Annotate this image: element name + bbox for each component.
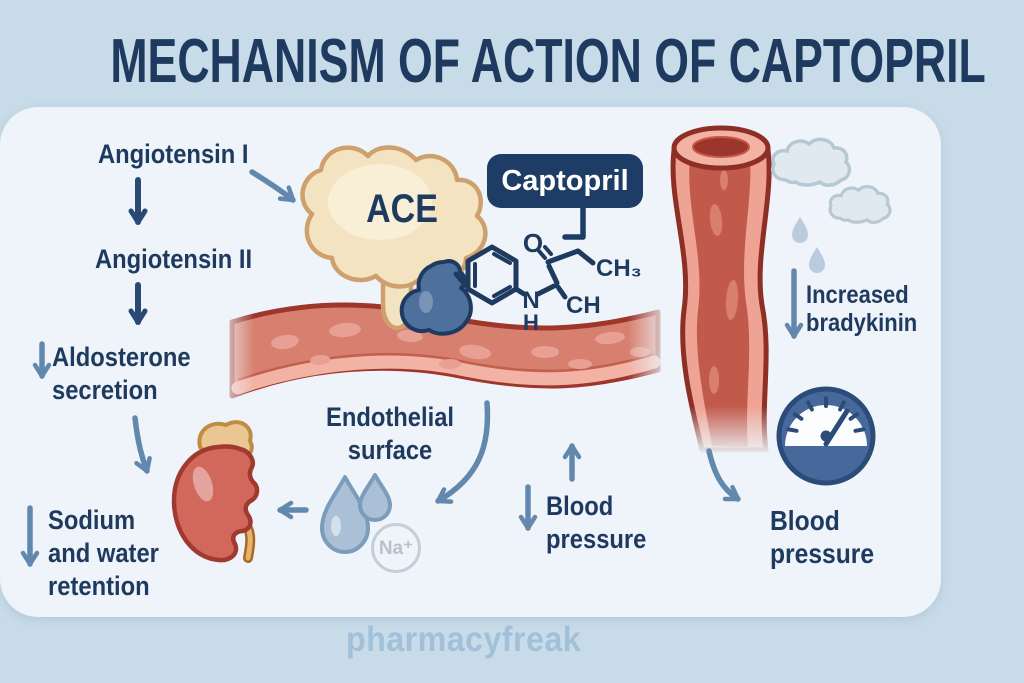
label-aldosterone-secretion: Aldosterone secretion xyxy=(52,342,191,405)
label-sodium-water-retention: Sodium and water retention xyxy=(48,505,159,601)
label-blood-pressure-center: Blood pressure xyxy=(546,491,647,554)
chem-label-ch: CH xyxy=(566,292,601,319)
label-blood-pressure-right: Blood pressure xyxy=(770,505,875,569)
captopril-label-box: Captopril xyxy=(487,154,643,208)
ace-blob-highlight xyxy=(328,164,432,240)
label-sodium-ion: Na⁺ xyxy=(378,537,414,559)
label-ace: ACE xyxy=(366,187,438,231)
chem-label-oxygen: O xyxy=(523,228,543,258)
water-droplet-icons xyxy=(320,473,392,554)
rain-drop-icon xyxy=(809,247,825,273)
captopril-structure: O N H CH CH₃ xyxy=(453,203,642,335)
vessel-cell-spots xyxy=(271,322,650,369)
kidney-icon xyxy=(171,420,260,563)
label-endothelial-surface: Endothelial surface xyxy=(325,402,455,465)
chem-label-nitrogen: N xyxy=(522,287,539,314)
arrow-vessel-to-blood-pressure xyxy=(706,448,741,502)
ace-enzyme-blob xyxy=(300,145,488,331)
vessel-fade-bottom xyxy=(664,406,776,456)
pressure-gauge-icon xyxy=(776,386,876,486)
chem-label-hydrogen: H xyxy=(523,310,539,335)
rain-cloud-icons xyxy=(770,137,892,273)
watermark: pharmacyfreak xyxy=(346,620,582,659)
benzene-ring xyxy=(465,244,519,306)
flow-arrows xyxy=(20,169,804,567)
arrow-angiotensin1-to-ace xyxy=(249,169,296,203)
captopril-molecule-blob xyxy=(399,259,473,336)
sodium-ion-badge: Na⁺ xyxy=(371,523,421,573)
label-increased-bradykinin: Increased bradykinin xyxy=(806,281,918,337)
blood-vessel-horizontal xyxy=(229,302,661,399)
blood-vessel-vertical xyxy=(670,125,772,453)
label-angiotensin-1: Angiotensin I xyxy=(98,139,249,169)
label-captopril: Captopril xyxy=(501,164,629,197)
vessel-streaks xyxy=(709,170,739,394)
page-title: MECHANISM OF ACTION OF CAPTOPRIL xyxy=(110,27,986,96)
vessel-fade-right xyxy=(628,288,672,410)
label-angiotensin-2: Angiotensin II xyxy=(95,244,253,274)
captopril-pointer-line xyxy=(562,203,586,240)
arrow-aldosterone-to-kidney xyxy=(132,415,152,474)
vessel-fade-left xyxy=(216,288,254,416)
rain-drop-icon xyxy=(792,217,808,243)
arrow-vessel-to-droplets xyxy=(435,400,491,504)
chem-label-ch3: CH₃ xyxy=(596,255,642,282)
